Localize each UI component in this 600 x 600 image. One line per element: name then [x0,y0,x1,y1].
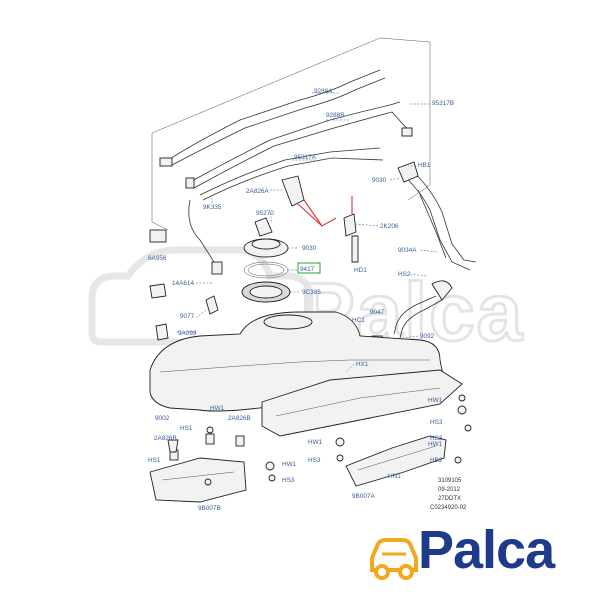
callout-9047: 9047 [370,309,385,316]
callout-HW1-b: HW1 [428,397,443,404]
callout-6A956: 6A956 [148,255,167,262]
callout-HS1-b: HS1 [148,457,161,464]
callout-95317A: 95317A [294,154,317,161]
callout-95317B: 95317B [432,100,454,107]
reference-codes: 3109105 09-2012 27DDTX C0234920-02 [430,478,467,511]
callout-HS2: HS2 [398,271,411,278]
fasteners [167,394,472,486]
callout-HS3-b: HS3 [308,457,321,464]
highlight-lines [297,196,353,227]
callout-HN1: HN1 [388,473,401,480]
fuel-line-assembly [151,37,431,275]
callout-HB2: HB2 [430,457,443,464]
skid-plates [149,435,447,503]
callout-95270: 95270 [256,210,274,217]
callout-2A826B: 2A826B [228,415,251,422]
callout-HB1: HB1 [418,162,431,169]
callout-HD1: HD1 [354,267,367,274]
callout-HW1-a: HW1 [210,405,225,412]
callout-9417-highlight [297,262,321,274]
callout-2A826A: 2A826A [246,188,269,195]
reference-line-4: C0234920-02 [430,505,467,511]
callout-9077: 9077 [180,313,195,320]
callout-9A099: 9A099 [178,330,197,337]
callout-9288B: 9288B [326,112,344,119]
fuel-tank [149,311,463,437]
fuel-pump-parts [149,175,305,341]
callout-HX1: HX1 [356,361,369,368]
callout-HS3-d: HS3 [430,435,443,442]
palca-logo: Palca [368,520,580,586]
callout-2A826B-left: 2A826B [154,435,177,442]
car-icon [370,538,418,580]
callout-9417: 9417 [300,266,315,273]
callout-9K335: 9K335 [203,204,222,211]
callout-HW1-d: HW1 [428,441,443,448]
callout-HS1-a: HS1 [180,425,193,432]
callout-HS3-c: HS3 [282,477,295,484]
logo-text: Palca [418,520,555,580]
callout-2K206: 2K206 [380,223,399,230]
callout-9B007B: 9B007B [198,505,221,512]
reference-line-2: 09-2012 [438,487,461,493]
callout-labels: 9288A 95317B 9288B 95317A 9K335 2A826A 9… [148,88,454,512]
callout-9288A: 9288A [314,88,333,95]
callout-9092: 9092 [420,333,435,340]
callout-HW1-c: HW1 [308,439,323,446]
callout-HC1: HC1 [352,317,365,324]
callout-14A614: 14A614 [172,280,194,287]
reference-line-3: 27DDTX [438,496,461,502]
callout-9002: 9002 [155,415,170,422]
leader-lines [176,92,439,373]
callout-HW1-e: HW1 [282,461,297,468]
callout-9C385: 9C385 [302,289,321,296]
callout-9034A: 9034A [398,247,417,254]
reference-line-1: 3109105 [438,478,462,484]
callout-9030: 9030 [302,245,317,252]
callout-9B007A: 9B007A [352,493,375,500]
callout-9030-filler: 9030 [372,177,387,184]
callout-HS3-a: HS3 [430,419,443,426]
